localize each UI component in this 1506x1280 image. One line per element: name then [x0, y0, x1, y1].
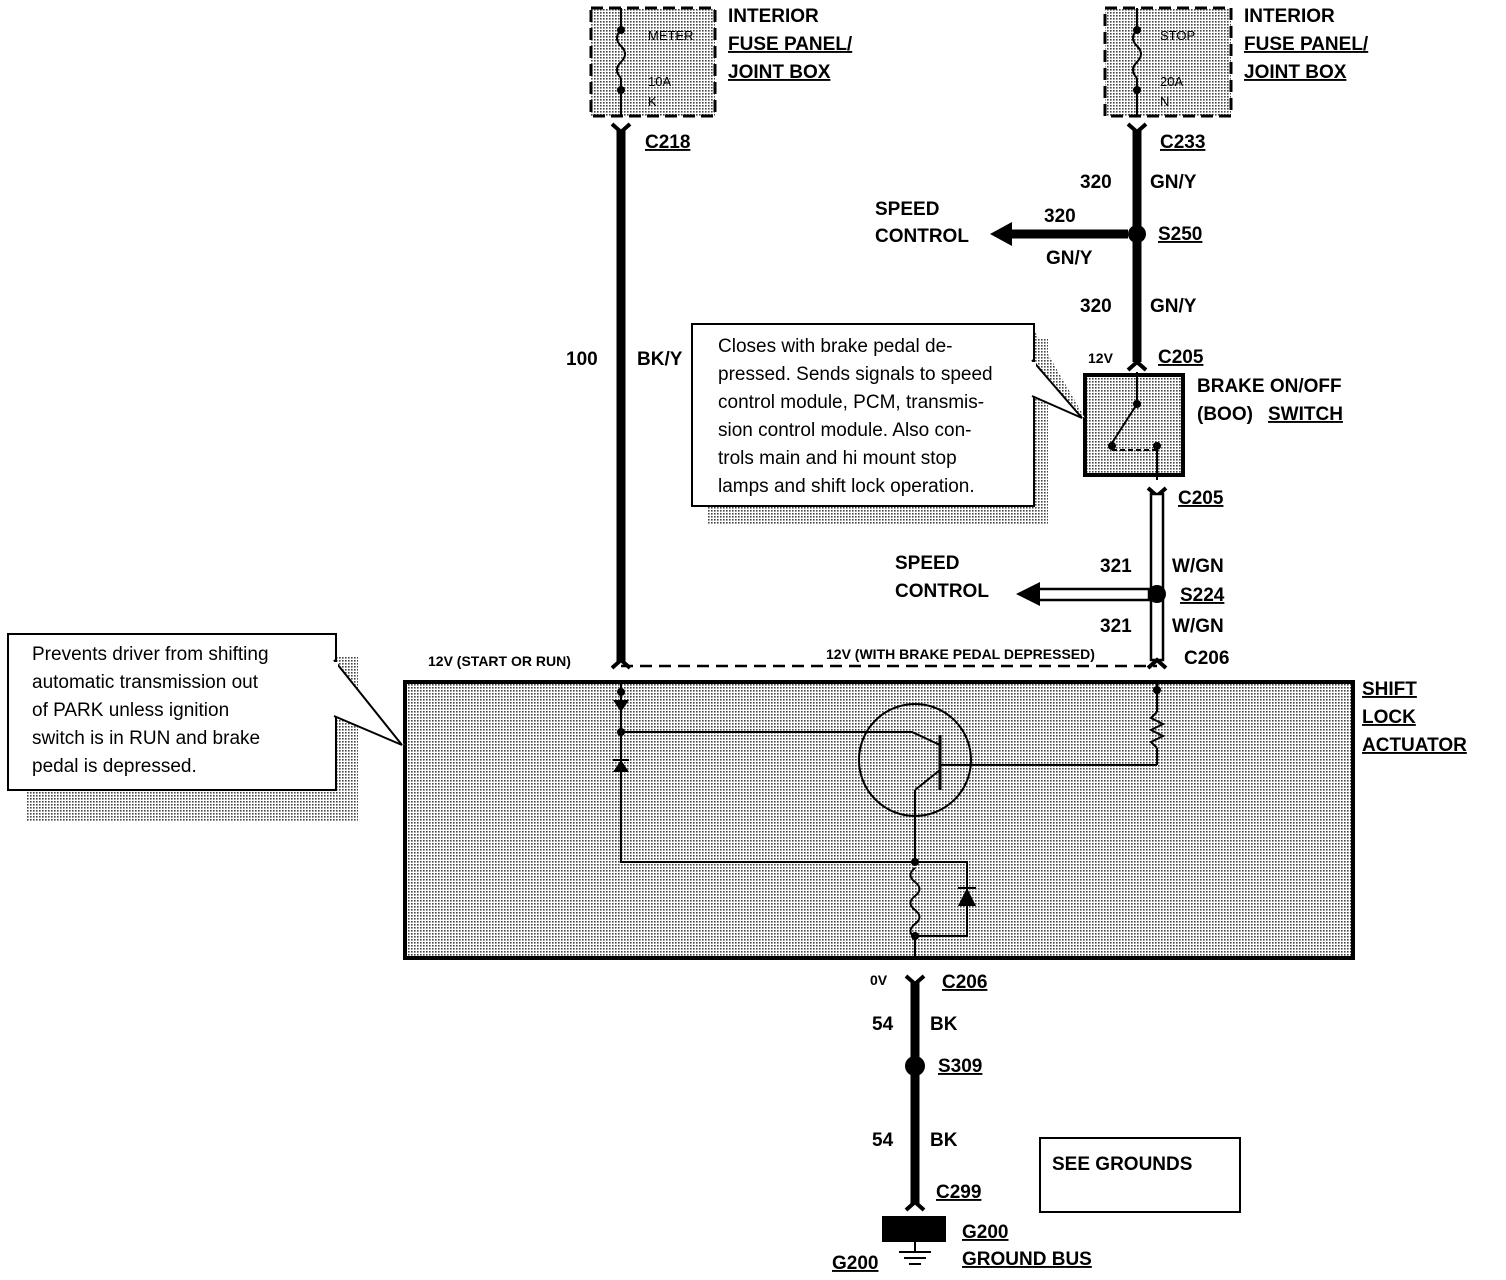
- splice-s309: [905, 1056, 925, 1076]
- wire-321a-circuit: 321: [1100, 556, 1132, 577]
- wire-321a-color: W/GN: [1172, 556, 1224, 577]
- wire-100: [610, 122, 632, 670]
- voltage-0v: 0V: [870, 972, 888, 988]
- connector-c206-bottom: C206: [942, 972, 987, 993]
- voltage-12v-c205: 12V: [1088, 350, 1114, 366]
- splice-s224: [1148, 585, 1166, 603]
- actuator-label-3: ACTUATOR: [1362, 735, 1467, 756]
- actuator-label-1: SHIFT: [1362, 679, 1417, 700]
- panel-label-right-3: JOINT BOX: [1244, 62, 1347, 83]
- panel-label-left-1: INTERIOR: [728, 6, 819, 27]
- ground-bus: [882, 1216, 946, 1265]
- wire-320b-color: GN/Y: [1150, 296, 1197, 317]
- shift-note-line-1: Prevents driver from shifting: [32, 644, 269, 665]
- boo-note-line-2: pressed. Sends signals to speed: [718, 364, 993, 385]
- boo-note-line-4: sion control module. Also con-: [718, 420, 971, 441]
- speed-control-upper-2: CONTROL: [875, 226, 969, 247]
- speed-control-upper-1: SPEED: [875, 199, 939, 220]
- splice-s250-label: S250: [1158, 224, 1202, 245]
- splice-s250: [1128, 225, 1146, 243]
- boo-note-line-5: trols main and hi mount stop: [718, 448, 957, 469]
- wire-320: [1126, 122, 1148, 372]
- fuse-meter-letter: K: [648, 94, 657, 109]
- fuse-stop-name: STOP: [1160, 28, 1195, 43]
- see-grounds-box: [1039, 1137, 1241, 1213]
- wire-54a-color: BK: [930, 1014, 958, 1035]
- wire-321: [1146, 486, 1168, 670]
- shift-note-line-4: switch is in RUN and brake: [32, 728, 260, 749]
- fuse-stop: STOP 20A N: [1103, 6, 1233, 118]
- wire-320a-circuit: 320: [1080, 172, 1112, 193]
- panel-label-left-2: FUSE PANEL/: [728, 34, 853, 55]
- connector-c218: C218: [645, 132, 690, 153]
- panel-label-right-2: FUSE PANEL/: [1244, 34, 1369, 55]
- boo-note-line-3: control module, PCM, transmis-: [718, 392, 984, 413]
- shift-note-line-2: automatic transmission out: [32, 672, 259, 693]
- panel-label-right-1: INTERIOR: [1244, 6, 1335, 27]
- shift-note-line-5: pedal is depressed.: [32, 756, 197, 777]
- boo-label-1: BRAKE ON/OFF: [1197, 376, 1342, 397]
- fuse-meter-name: METER: [648, 28, 694, 43]
- fuse-stop-rating: 20A: [1160, 74, 1183, 89]
- shift-note-line-3: of PARK unless ignition: [32, 700, 229, 721]
- speed-control-lower-1: SPEED: [895, 553, 959, 574]
- wire-54b-circuit: 54: [872, 1130, 894, 1151]
- wire-321b-circuit: 321: [1100, 616, 1132, 637]
- boo-switch: [1083, 372, 1185, 480]
- wire-54a-circuit: 54: [872, 1014, 894, 1035]
- wire-321b-color: W/GN: [1172, 616, 1224, 637]
- wire-54b-color: BK: [930, 1130, 958, 1151]
- connector-c205-top: C205: [1158, 347, 1204, 368]
- boo-label-2a: (BOO): [1197, 404, 1253, 425]
- ground-bus-label: GROUND BUS: [962, 1249, 1092, 1270]
- speed-control-lower-2: CONTROL: [895, 581, 989, 602]
- fuse-stop-letter: N: [1160, 94, 1169, 109]
- speed-control-arrow-upper: [990, 222, 1128, 246]
- boo-note-line-6: lamps and shift lock operation.: [718, 476, 975, 497]
- shift-lock-actuator: [403, 680, 1355, 960]
- boo-note-callout: [691, 323, 1085, 524]
- ground-g200-right: G200: [962, 1222, 1008, 1243]
- wire-320b-circuit: 320: [1080, 296, 1112, 317]
- fuse-meter: METER 10A K: [589, 6, 717, 118]
- boo-label-2b: SWITCH: [1268, 404, 1343, 425]
- panel-label-left-3: JOINT BOX: [728, 62, 831, 83]
- wire-320a-color: GN/Y: [1150, 172, 1197, 193]
- voltage-12v-brake: 12V (WITH BRAKE PEDAL DEPRESSED): [826, 646, 1095, 662]
- connector-c299: C299: [936, 1182, 981, 1203]
- splice-s224-label: S224: [1180, 585, 1225, 606]
- wire-320-sc-circuit: 320: [1044, 206, 1076, 227]
- wire-54: [904, 974, 926, 1212]
- splice-s309-label: S309: [938, 1056, 982, 1077]
- voltage-12v-start: 12V (START OR RUN): [428, 653, 571, 669]
- ground-g200-left: G200: [832, 1253, 878, 1274]
- shift-note-callout: [7, 633, 405, 822]
- wire-320-sc-color: GN/Y: [1046, 248, 1093, 269]
- speed-control-arrow-lower: [1016, 582, 1151, 606]
- actuator-label-2: LOCK: [1362, 707, 1416, 728]
- see-grounds-label[interactable]: SEE GROUNDS: [1052, 1154, 1192, 1175]
- wire-100-circuit: 100: [566, 349, 598, 370]
- connector-c205-bottom: C205: [1178, 488, 1224, 509]
- connector-c206-top: C206: [1184, 648, 1229, 669]
- connector-c233: C233: [1160, 132, 1205, 153]
- fuse-meter-rating: 10A: [648, 74, 671, 89]
- wire-100-color: BK/Y: [637, 349, 683, 370]
- boo-note-line-1: Closes with brake pedal de-: [718, 336, 952, 357]
